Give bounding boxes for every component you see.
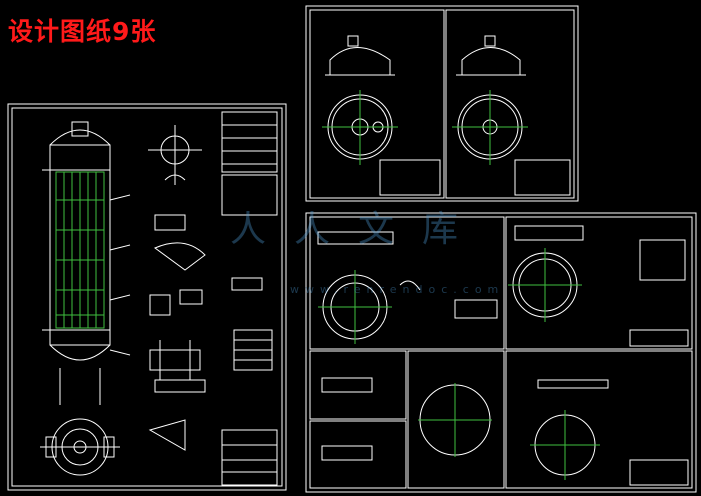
watermark-url: www.renrendoc.com [290, 283, 505, 296]
page-title: 设计图纸9张 [8, 17, 157, 46]
tube-bundle [55, 171, 105, 329]
watermark-text: 人人文库 [230, 209, 487, 250]
head-green-lines [322, 90, 528, 165]
sheet-tubesheets [305, 212, 697, 493]
sheet-heads [305, 5, 579, 202]
tubesheet-green-lines [318, 248, 600, 480]
sheet-main-assembly [7, 103, 287, 491]
